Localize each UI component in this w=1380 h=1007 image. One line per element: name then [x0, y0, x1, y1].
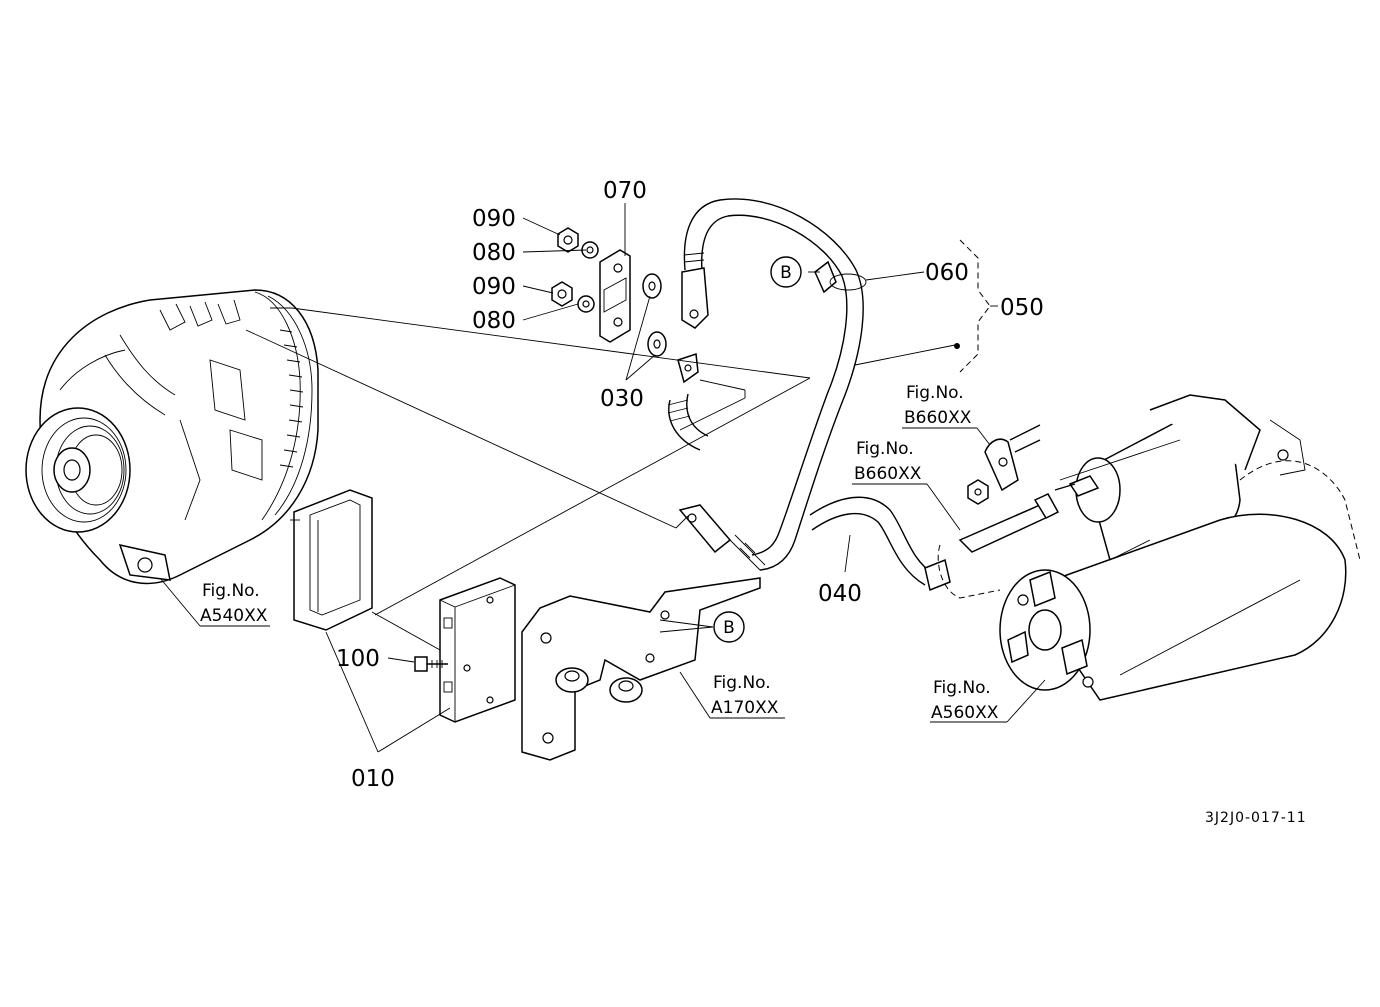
- svg-text:Fig.No.: Fig.No.: [906, 383, 964, 403]
- figref-b660xx-lower: Fig.No. B660XX: [854, 439, 922, 484]
- figref-a170xx: Fig.No. A170XX: [711, 673, 779, 718]
- svg-text:B660XX: B660XX: [904, 408, 972, 428]
- callout-b-lower: B: [713, 611, 745, 643]
- terminal-hardware: [551, 227, 667, 357]
- svg-text:A170XX: A170XX: [711, 698, 779, 718]
- svg-text:Fig.No.: Fig.No.: [933, 678, 991, 698]
- label-050: 050: [1000, 295, 1044, 321]
- svg-text:Fig.No.: Fig.No.: [202, 581, 260, 601]
- figref-b660xx-upper: Fig.No. B660XX: [904, 383, 972, 428]
- cable-060: [678, 198, 867, 571]
- alignment-lines: [245, 307, 1181, 651]
- terminal-block: [439, 577, 516, 723]
- label-040: 040: [818, 581, 862, 607]
- label-030: 030: [600, 386, 644, 412]
- label-070: 070: [603, 178, 647, 204]
- terminal-lead: [937, 424, 1060, 599]
- svg-text:B: B: [780, 263, 792, 283]
- drawing-code: 3J2J0-017-11: [1205, 810, 1307, 826]
- starter-motor: [999, 394, 1361, 701]
- label-080-upper: 080: [472, 240, 516, 266]
- svg-text:B: B: [723, 618, 735, 638]
- figref-a560xx: Fig.No. A560XX: [931, 678, 999, 723]
- label-100: 100: [336, 646, 380, 672]
- alternator-drawing: [25, 289, 319, 585]
- svg-text:Fig.No.: Fig.No.: [856, 439, 914, 459]
- label-090-lower: 090: [472, 274, 516, 300]
- bracket-cover-010: [293, 489, 373, 631]
- figref-a540xx: Fig.No. A540XX: [200, 581, 268, 626]
- svg-text:Fig.No.: Fig.No.: [713, 673, 771, 693]
- svg-text:A540XX: A540XX: [200, 606, 268, 626]
- svg-text:B660XX: B660XX: [854, 464, 922, 484]
- callout-b-upper: B: [770, 256, 802, 288]
- leader-lines: [159, 203, 1046, 753]
- label-060: 060: [925, 260, 969, 286]
- mounting-bracket: [521, 577, 761, 761]
- label-090-upper: 090: [472, 206, 516, 232]
- label-010: 010: [351, 766, 395, 792]
- label-080-lower: 080: [472, 308, 516, 334]
- svg-text:A560XX: A560XX: [931, 703, 999, 723]
- bolt-100: [414, 656, 448, 672]
